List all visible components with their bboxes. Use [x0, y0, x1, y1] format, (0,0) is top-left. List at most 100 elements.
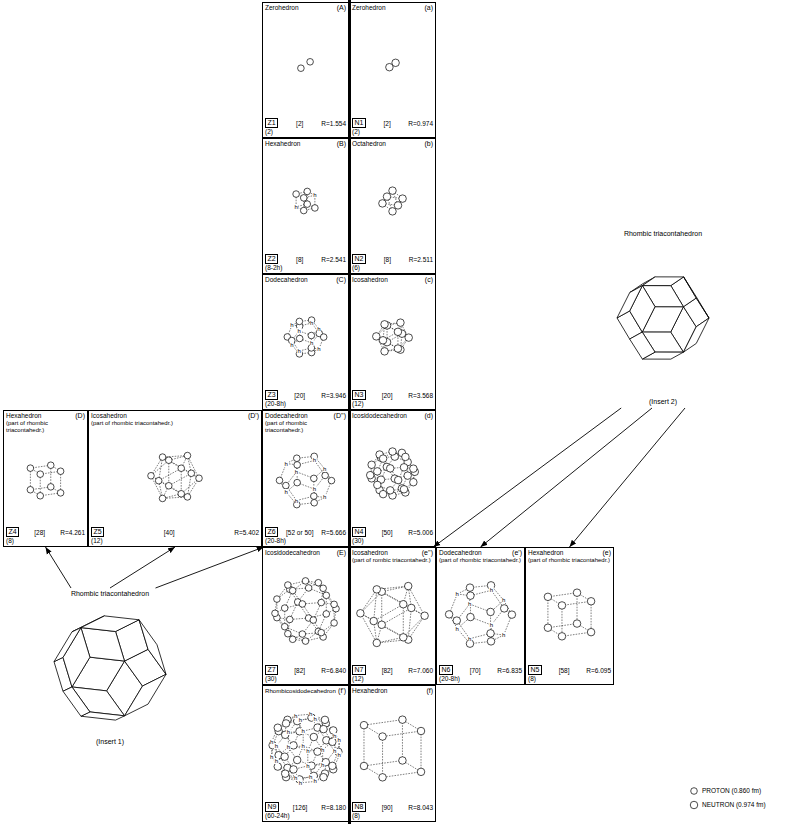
nucleus-label: Z5	[94, 528, 102, 535]
radius-value: R=0.974	[408, 120, 433, 128]
nucleus-label-box: N2	[352, 254, 366, 264]
edge-line	[562, 632, 591, 636]
shape-name: Icosahedron	[352, 276, 388, 284]
vertex-count: (20-8h)	[265, 537, 346, 545]
edge-line	[364, 760, 402, 765]
footer-row: N8[90]R=8.043	[352, 802, 433, 812]
header-row: Dodecahedron(e')	[439, 549, 522, 557]
nucleon-circle	[304, 201, 311, 208]
edge-line	[383, 731, 421, 736]
vertex-count: (8)	[6, 537, 85, 545]
insert-figure: Rhombic triacontahedron(Insert 2)	[608, 228, 718, 408]
arrow-connector	[481, 408, 653, 547]
header-row: Hexahedron(B)	[265, 140, 346, 148]
shape-note: (part of rhombic triacontahedr.)	[528, 557, 611, 564]
footer-row: Z4[28]R=4.261	[6, 527, 85, 537]
nucleon-circle	[286, 616, 293, 623]
nucleon-circle	[305, 585, 312, 592]
nucleon-circle	[47, 484, 54, 491]
shape-name: Icosahedron	[352, 549, 388, 557]
nucleon-number: [82]	[366, 667, 408, 675]
edge-line	[181, 468, 182, 494]
polyhedron-panel: Dodecahedron(D'')(part of rhombic triaco…	[262, 410, 349, 547]
panel-header: Hexahedron(B)	[265, 140, 346, 148]
nucleon-circle	[165, 457, 172, 464]
label-slot: N5	[528, 665, 542, 675]
radius-value: R=5.666	[321, 529, 346, 537]
radius-value: R=7.060	[408, 667, 433, 675]
edge-line	[364, 720, 402, 725]
shape-note: (part of rombic triacontahedr.)	[352, 557, 433, 564]
rhombus-face	[54, 628, 81, 662]
hole-mark: h	[294, 498, 298, 504]
shape-name: Dodecahedron	[265, 412, 308, 420]
panel-footer: N3[20]R=3.568(12)	[352, 390, 433, 408]
polyhedron-drawing	[373, 319, 413, 355]
nucleon-circle	[320, 585, 327, 592]
hole-mark: h	[337, 752, 341, 758]
nucleon-circle	[508, 611, 516, 619]
rhombus-face	[81, 616, 139, 632]
nucleon-circle	[389, 208, 397, 216]
nucleon-number: [52 or 50]	[278, 529, 321, 537]
nucleon-circle	[57, 468, 64, 475]
radius-value: R=2.511	[409, 256, 433, 264]
hole-mark: h	[310, 340, 314, 346]
nucleon-circle	[57, 490, 64, 497]
panel-letter: (a)	[424, 4, 433, 12]
panel-footer: N7[82]R=7.060(12)	[352, 665, 433, 683]
nucleus-label-box: Z5	[91, 527, 104, 537]
hole-mark: h	[337, 737, 341, 743]
arrow-connector	[570, 408, 686, 547]
polyhedron-panel: Icosahedron(D')(part of rhombic triacont…	[88, 410, 262, 547]
hole-mark: h	[468, 601, 472, 607]
footer-row: N2[8]R=2.511	[352, 254, 433, 264]
nucleon-circle	[381, 348, 389, 356]
nucleon-circle	[329, 738, 337, 746]
nucleon-circle	[400, 634, 408, 642]
edge-line	[548, 624, 577, 628]
hole-mark: h	[297, 328, 301, 334]
nucleon-circle	[178, 490, 185, 497]
shape-note: (part of rhombic triacontahedr.)	[6, 420, 85, 434]
nucleus-label-box: N8	[352, 802, 366, 812]
nucleon-circle	[381, 321, 389, 329]
nucleon-circle	[281, 770, 289, 778]
panel-footer: N1[2]R=0.974(2)	[352, 118, 433, 136]
hole-mark: h	[455, 626, 459, 632]
label-slot: N6	[439, 665, 453, 675]
nucleon-circle	[293, 455, 300, 462]
hole-mark: h	[294, 204, 298, 210]
nucleon-circle	[293, 756, 301, 764]
label-slot: Z4	[6, 527, 19, 537]
nucleon-circle	[37, 492, 44, 499]
nucleon-circle	[299, 601, 306, 608]
nucleon-circle	[400, 486, 408, 494]
polyhedron-drawing	[298, 59, 314, 72]
hole-mark: h	[294, 713, 298, 719]
vertex-count: (20-8h)	[439, 675, 522, 683]
edge-line	[547, 597, 548, 628]
label-slot: Z2	[265, 254, 278, 264]
nucleon-number: [58]	[542, 667, 586, 675]
edge-line	[159, 468, 182, 480]
nucleon-circle	[487, 638, 495, 646]
arrow-connector	[156, 547, 264, 588]
nucleon-circle	[318, 599, 325, 606]
nucleon-circle	[188, 470, 195, 477]
footer-row: N7[82]R=7.060	[352, 665, 433, 675]
shape-name: Icosidodecahedron	[352, 412, 407, 420]
polyhedron-drawing	[360, 716, 425, 781]
nucleon-circle	[397, 319, 405, 327]
edge-line	[169, 473, 192, 485]
arrow-connector	[110, 547, 175, 588]
shape-note: (part of rhombic triacontahedr.)	[265, 420, 346, 434]
footer-row: N3[20]R=3.568	[352, 390, 433, 400]
edge-line	[363, 725, 364, 766]
rhombus-face	[139, 620, 166, 675]
panel-letter: (C)	[336, 276, 346, 284]
nucleon-circle	[320, 725, 328, 733]
nucleon-circle	[374, 468, 382, 476]
vertex-count: (6)	[352, 264, 433, 272]
nucleon-circle	[404, 472, 412, 480]
